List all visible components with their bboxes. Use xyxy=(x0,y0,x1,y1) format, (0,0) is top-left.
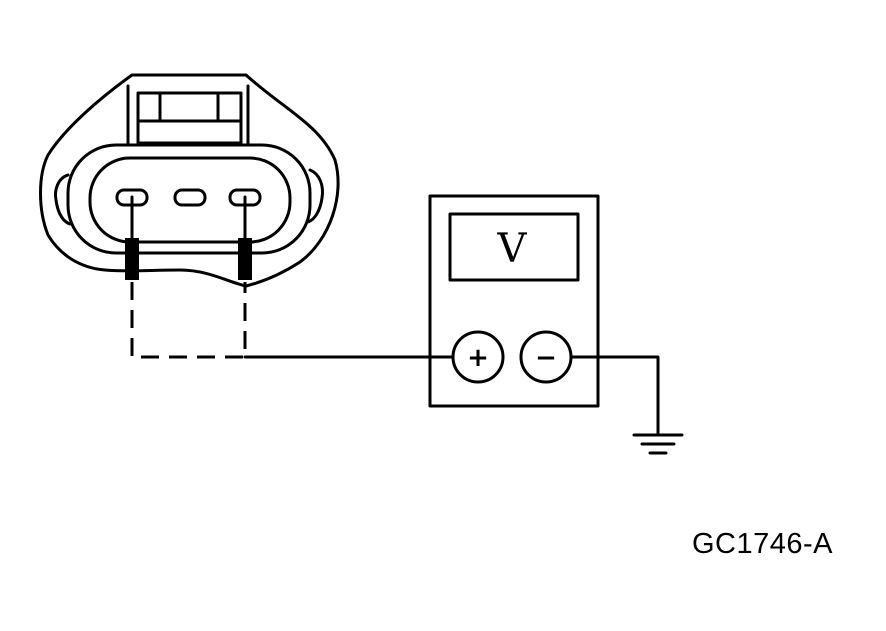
positive-terminal xyxy=(451,330,505,384)
probe-right xyxy=(238,238,252,280)
meter-display xyxy=(448,212,580,282)
pin-cavity-2 xyxy=(173,188,207,207)
negative-terminal-label: − xyxy=(535,343,557,373)
ground-lead xyxy=(569,355,660,437)
ground-symbol-icon xyxy=(632,433,684,455)
meter-display-label: V xyxy=(497,226,528,272)
test-probes xyxy=(125,195,252,280)
positive-terminal-label: + xyxy=(467,343,489,373)
voltmeter-icon: V + − xyxy=(428,194,600,408)
electrical-connector-icon xyxy=(39,73,340,288)
figure-id-label: GC1746-A xyxy=(692,528,834,560)
probe-left xyxy=(125,238,139,280)
jumper-wire-dashed xyxy=(130,282,247,359)
